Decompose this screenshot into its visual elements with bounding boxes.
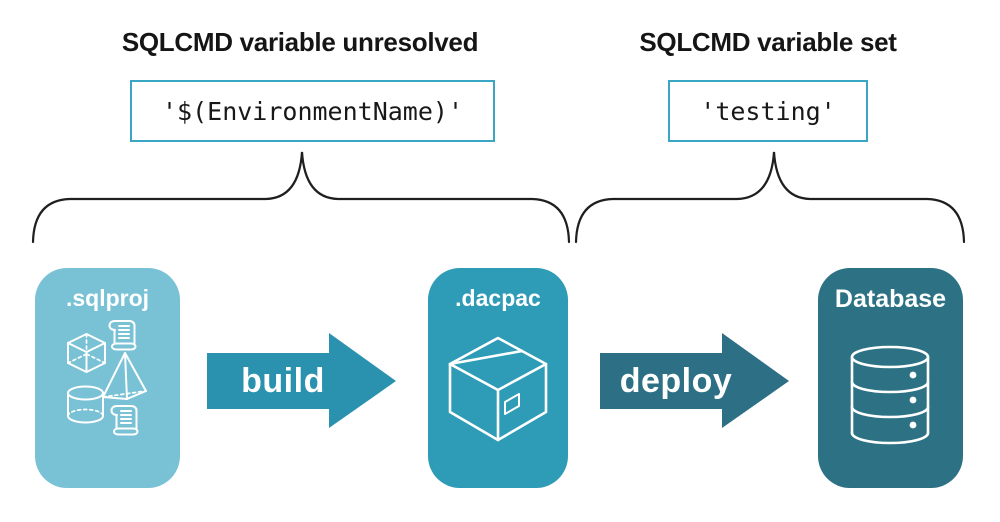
sqlproj-label: .sqlproj (65, 285, 150, 311)
scroll-icon (108, 320, 137, 351)
codebox-testing-value: 'testing' (668, 80, 868, 142)
database-label: Database (834, 285, 947, 313)
build-arrow: build (207, 333, 397, 429)
package-icon (448, 336, 548, 442)
pyramid-icon (102, 352, 147, 400)
build-arrow-shape (207, 333, 396, 428)
codebox-environment-variable: '$(EnvironmentName)' (130, 80, 495, 142)
heading-sqlcmd-unresolved: SQLCMD variable unresolved (121, 27, 479, 57)
deploy-arrow-label: deploy (619, 361, 733, 400)
dacpac-node: .dacpac (428, 268, 568, 488)
sqlproj-node: .sqlproj (35, 268, 180, 488)
cube-icon (67, 333, 106, 373)
deploy-arrow: deploy (600, 333, 790, 429)
database-cylinder-icon (850, 345, 930, 445)
left-brace (31, 151, 571, 244)
code-testing-value: 'testing' (700, 96, 836, 126)
build-arrow-label: build (241, 361, 325, 400)
sql-objects-icons (67, 320, 147, 436)
right-brace (574, 151, 966, 244)
database-node: Database (818, 268, 963, 488)
scroll-icon (110, 405, 139, 436)
code-environment-variable: '$(EnvironmentName)' (161, 96, 464, 126)
dacpac-label: .dacpac (455, 285, 541, 311)
heading-sqlcmd-set: SQLCMD variable set (639, 27, 897, 57)
deploy-arrow-shape (600, 333, 789, 428)
cylinder-icon (67, 385, 104, 424)
